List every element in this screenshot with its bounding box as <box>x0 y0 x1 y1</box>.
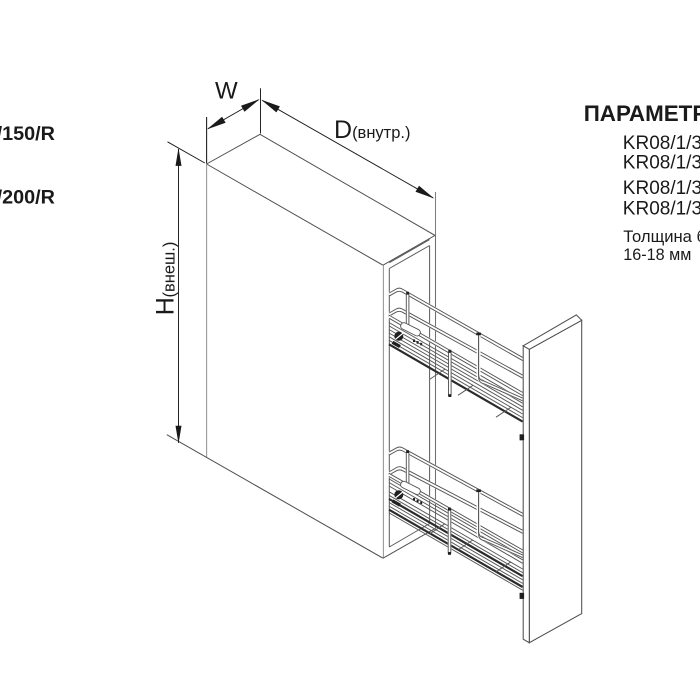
svg-text:(внеш.): (внеш.) <box>161 242 179 298</box>
svg-text:KR08/1/300: KR08/1/300 <box>623 199 700 220</box>
svg-text:KR08/1/300: KR08/1/300 <box>623 133 700 154</box>
svg-text:/200/R: /200/R <box>0 187 55 209</box>
svg-text:Толщина боковин: Толщина боковин <box>623 227 700 246</box>
svg-text:H: H <box>152 297 180 315</box>
svg-text:ПАРАМЕТРЫ: ПАРАМЕТРЫ <box>584 101 700 126</box>
svg-text:W: W <box>215 77 238 104</box>
svg-text:KR08/1/300: KR08/1/300 <box>623 178 700 199</box>
svg-text:KR08/1/300: KR08/1/300 <box>623 153 700 174</box>
svg-text:/150/R: /150/R <box>0 123 55 145</box>
svg-text:16-18 мм: 16-18 мм <box>623 246 691 264</box>
